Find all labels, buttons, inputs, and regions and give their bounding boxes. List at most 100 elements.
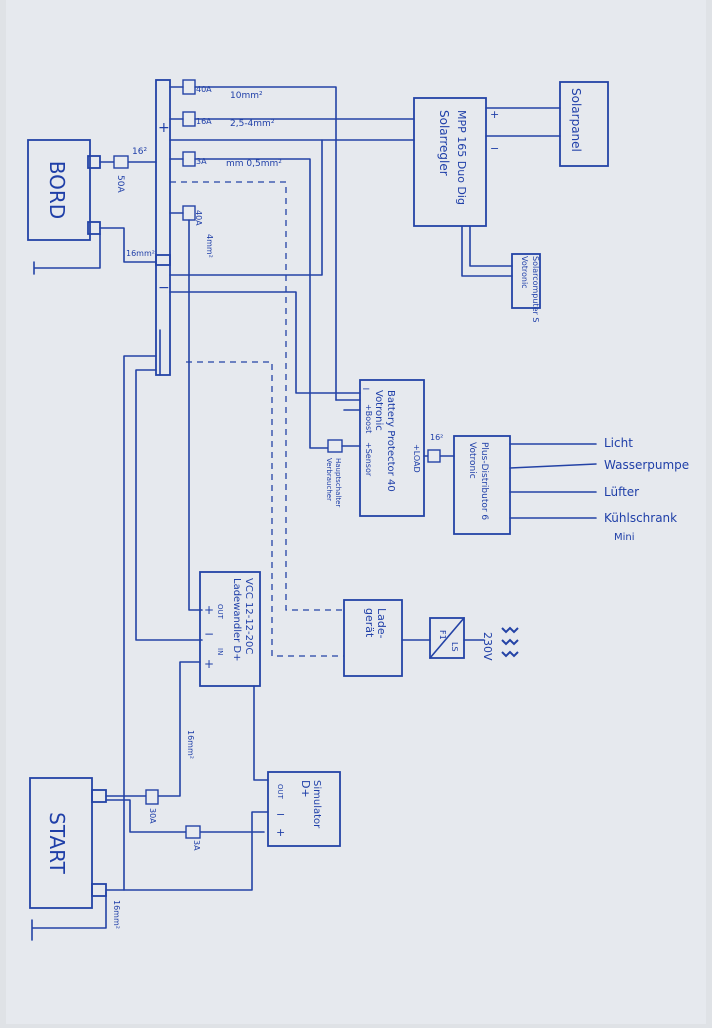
charger (343, 599, 403, 677)
protector-sensor: +Sensor (364, 442, 373, 477)
fuse-3a-dplus (185, 825, 201, 839)
wire-minus-size: 16mm² (126, 249, 155, 258)
wire-ladewandler-plus (169, 212, 203, 611)
start-ground (31, 891, 107, 941)
power-supply (429, 617, 465, 659)
dplus-out: OUT (276, 784, 284, 800)
bord-label: BORD (45, 161, 69, 219)
ladewandler-plus-out: + (204, 657, 214, 671)
dplus-simulator (267, 771, 341, 847)
protector-load: +LOAD (412, 444, 421, 473)
fuse-40a-ladewandler (182, 205, 196, 221)
paper (6, 0, 706, 1024)
busbar-minus-label: − (158, 280, 170, 296)
bord-minus-wire (99, 227, 157, 263)
main-switch-label-2: Verbraucher (325, 458, 333, 501)
protector-label: Votronic (373, 390, 384, 431)
wire-10mm-label: 10mm² (230, 91, 263, 101)
fuse-40a-label: 40A (196, 85, 212, 94)
protector-input-wires (335, 399, 361, 411)
solar-computer-label: Votronic (520, 256, 529, 289)
ladewandler-minus: − (204, 627, 214, 641)
wire-dplus-sim (105, 799, 265, 833)
wire-4mm-label: 4mm² (205, 234, 214, 258)
dplus-model: Simulator (311, 780, 322, 829)
solar-controller-label: Solarregler (437, 110, 451, 176)
solar-controller-model: MPP 165 Duo Dig (455, 110, 468, 205)
solar-panel (559, 81, 609, 167)
mains-label: 230V (481, 632, 494, 661)
fuse-main (113, 155, 129, 169)
psu-f1: F1 (438, 630, 447, 640)
solar-controller-plus: + (490, 108, 499, 121)
wire-0-5mm-label: mm 0,5mm² (226, 159, 282, 169)
wire-protector-minus (169, 291, 361, 394)
fuse-16a (182, 111, 196, 127)
wire-0-5mm (169, 158, 329, 449)
wire-start-size: 16mm² (112, 900, 121, 929)
wire-start-minus (105, 355, 157, 891)
fuse-distributor (427, 449, 441, 463)
wire-dplus-minus (123, 811, 269, 891)
busbar-plus-label: + (158, 120, 170, 136)
distributor-label: Votronic (467, 442, 477, 479)
battery-protector (359, 379, 425, 517)
ladewandler-label: Ladewandler D+ (231, 578, 242, 662)
load-wasserpumpe: Wasserpumpe (604, 458, 689, 472)
wire-start-plus-size: 16mm² (186, 730, 195, 759)
wire-distributor-size: 16² (430, 433, 443, 442)
fuse-3a-dplus-label: 3A (192, 840, 201, 851)
wire-panel (485, 107, 561, 137)
wire-10mm (169, 86, 337, 401)
protector-minus: − (362, 384, 370, 395)
load-luefter: Lüfter (604, 485, 639, 499)
ladewandler-in-label: IN (216, 648, 224, 655)
ladewandler-out-label: OUT (216, 604, 224, 620)
main-switch-label: Hauptschalter (334, 458, 342, 507)
wire-ladewandler-dplus (253, 685, 269, 781)
fuse-3a-label: 3A (196, 157, 207, 166)
charger-label-2: gerät (363, 608, 376, 638)
fuse-main-label: 50A (115, 175, 125, 193)
mains-symbol (501, 626, 519, 658)
start-battery (29, 777, 93, 909)
dplus-label: D+ (299, 780, 312, 798)
charger-label: Lade- (375, 608, 388, 639)
wire-bord-size: 16² (132, 147, 147, 157)
plus-busbar (155, 79, 171, 266)
minus-busbar (155, 254, 171, 376)
bord-ground (33, 233, 101, 275)
start-label: START (45, 812, 69, 874)
load-kuehlschrank: Kühlschrank (604, 511, 677, 525)
wire-solarcomputer (461, 225, 513, 277)
plus-distributor (453, 435, 511, 535)
ladewandler-model: VCC 12-12-20C (243, 578, 254, 654)
wire-ladewandler-start (105, 661, 201, 797)
load-mini: Mini (614, 532, 635, 543)
fuse-40a-2-label: 40A (194, 210, 203, 226)
solar-computer (511, 253, 541, 309)
main-switch (327, 439, 343, 453)
solar-computer-model: Solarcomputer S (531, 256, 540, 322)
dplus-plus: + (276, 826, 285, 839)
wire-solar-minus (169, 139, 323, 276)
fuse-16a-label: 16A (196, 117, 212, 126)
protector-model: Battery Protector 40 (385, 390, 396, 492)
wire-ladewandler-minus (135, 369, 203, 641)
fuse-40a (182, 79, 196, 95)
dashed-charger-minus (186, 361, 344, 657)
dashed-charger-plus (170, 181, 344, 611)
load-wires (509, 443, 597, 519)
solar-controller-minus: − (490, 142, 499, 155)
dplus-minus: − (276, 808, 285, 821)
fuse-3a (182, 151, 196, 167)
load-licht: Licht (604, 436, 633, 450)
fuse-30a-label: 30A (148, 808, 157, 824)
ladewandler (199, 571, 261, 687)
ladewandler-plus-in: + (204, 603, 214, 617)
power-supply-diagonal (429, 617, 465, 659)
solar-panel-label: Solarpanel (569, 88, 583, 152)
wire-2-5mm-label: 2,5-4mm² (230, 119, 275, 129)
